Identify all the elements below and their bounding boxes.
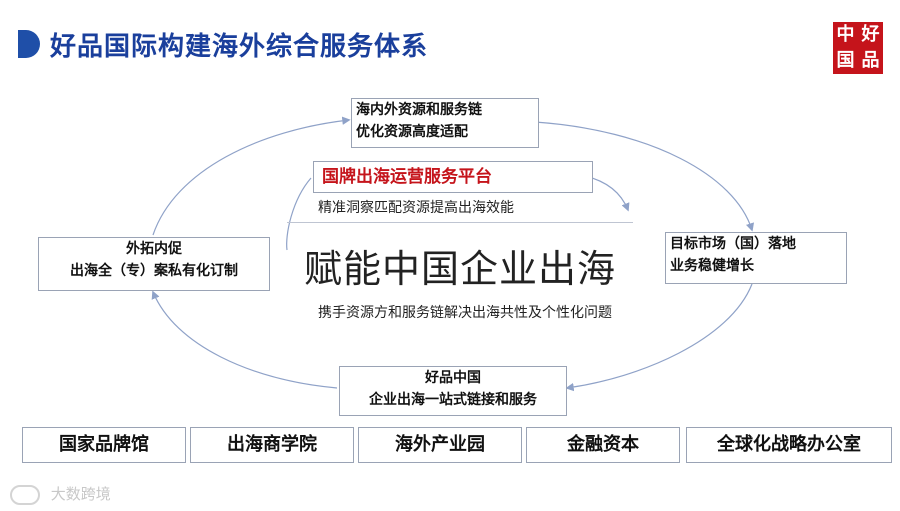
logo-char: 国 — [836, 50, 855, 71]
core-subtitle: 携手资源方和服务链解决出海共性及个性化问题 — [318, 305, 612, 321]
logo-char: 品 — [861, 50, 880, 71]
logo-char: 中 — [836, 24, 855, 45]
node-text: 好品中国 — [425, 370, 481, 386]
watermark-icon — [10, 484, 40, 505]
platform-title: 国牌出海运营服务平台 — [313, 161, 593, 193]
node-text: 业务稳健增长 — [670, 258, 754, 274]
arrow-left-to-top — [152, 116, 351, 236]
node-text: 出海全（专）案私有化订制 — [70, 263, 238, 279]
arrow-top-to-right — [534, 121, 755, 232]
page-title: 好品国际构建海外综合服务体系 — [50, 32, 429, 62]
cycle-node-bottom: 好品中国 企业出海一站式链接和服务 — [339, 366, 567, 416]
arrow-bottom-to-left — [151, 290, 338, 389]
arrow-platform-left — [286, 177, 312, 251]
cycle-node-left: 外拓内促 出海全（专）案私有化订制 — [38, 237, 270, 291]
cycle-node-right: 目标市场（国）落地 业务稳健增长 — [665, 232, 847, 284]
cycle-node-top: 海内外资源和服务链 优化资源高度适配 — [351, 98, 539, 148]
node-text: 外拓内促 — [126, 241, 182, 257]
platform-subtitle: 精准洞察匹配资源提高出海效能 — [318, 200, 514, 216]
core-slogan: 赋能中国企业出海 — [303, 247, 616, 291]
pillar-item: 金融资本 — [526, 427, 680, 463]
watermark-text: 大数跨境 — [50, 485, 111, 503]
pillar-item: 全球化战略办公室 — [686, 427, 892, 463]
pillar-item: 海外产业园 — [358, 427, 522, 463]
watermark: 大数跨境 — [10, 483, 111, 505]
center-divider — [287, 222, 633, 223]
brand-logo: 中 好 国 品 — [833, 22, 883, 74]
node-text: 海内外资源和服务链 — [356, 102, 482, 118]
arrow-right-to-bottom — [565, 283, 753, 392]
pillar-row: 国家品牌馆 出海商学院 海外产业园 金融资本 全球化战略办公室 — [22, 427, 892, 463]
title-accent-bar — [18, 30, 40, 58]
node-text: 企业出海一站式链接和服务 — [369, 392, 537, 408]
pillar-item: 国家品牌馆 — [22, 427, 186, 463]
logo-char: 好 — [861, 24, 880, 45]
pillar-item: 出海商学院 — [190, 427, 354, 463]
node-text: 目标市场（国）落地 — [670, 236, 796, 252]
node-text: 优化资源高度适配 — [356, 124, 468, 140]
